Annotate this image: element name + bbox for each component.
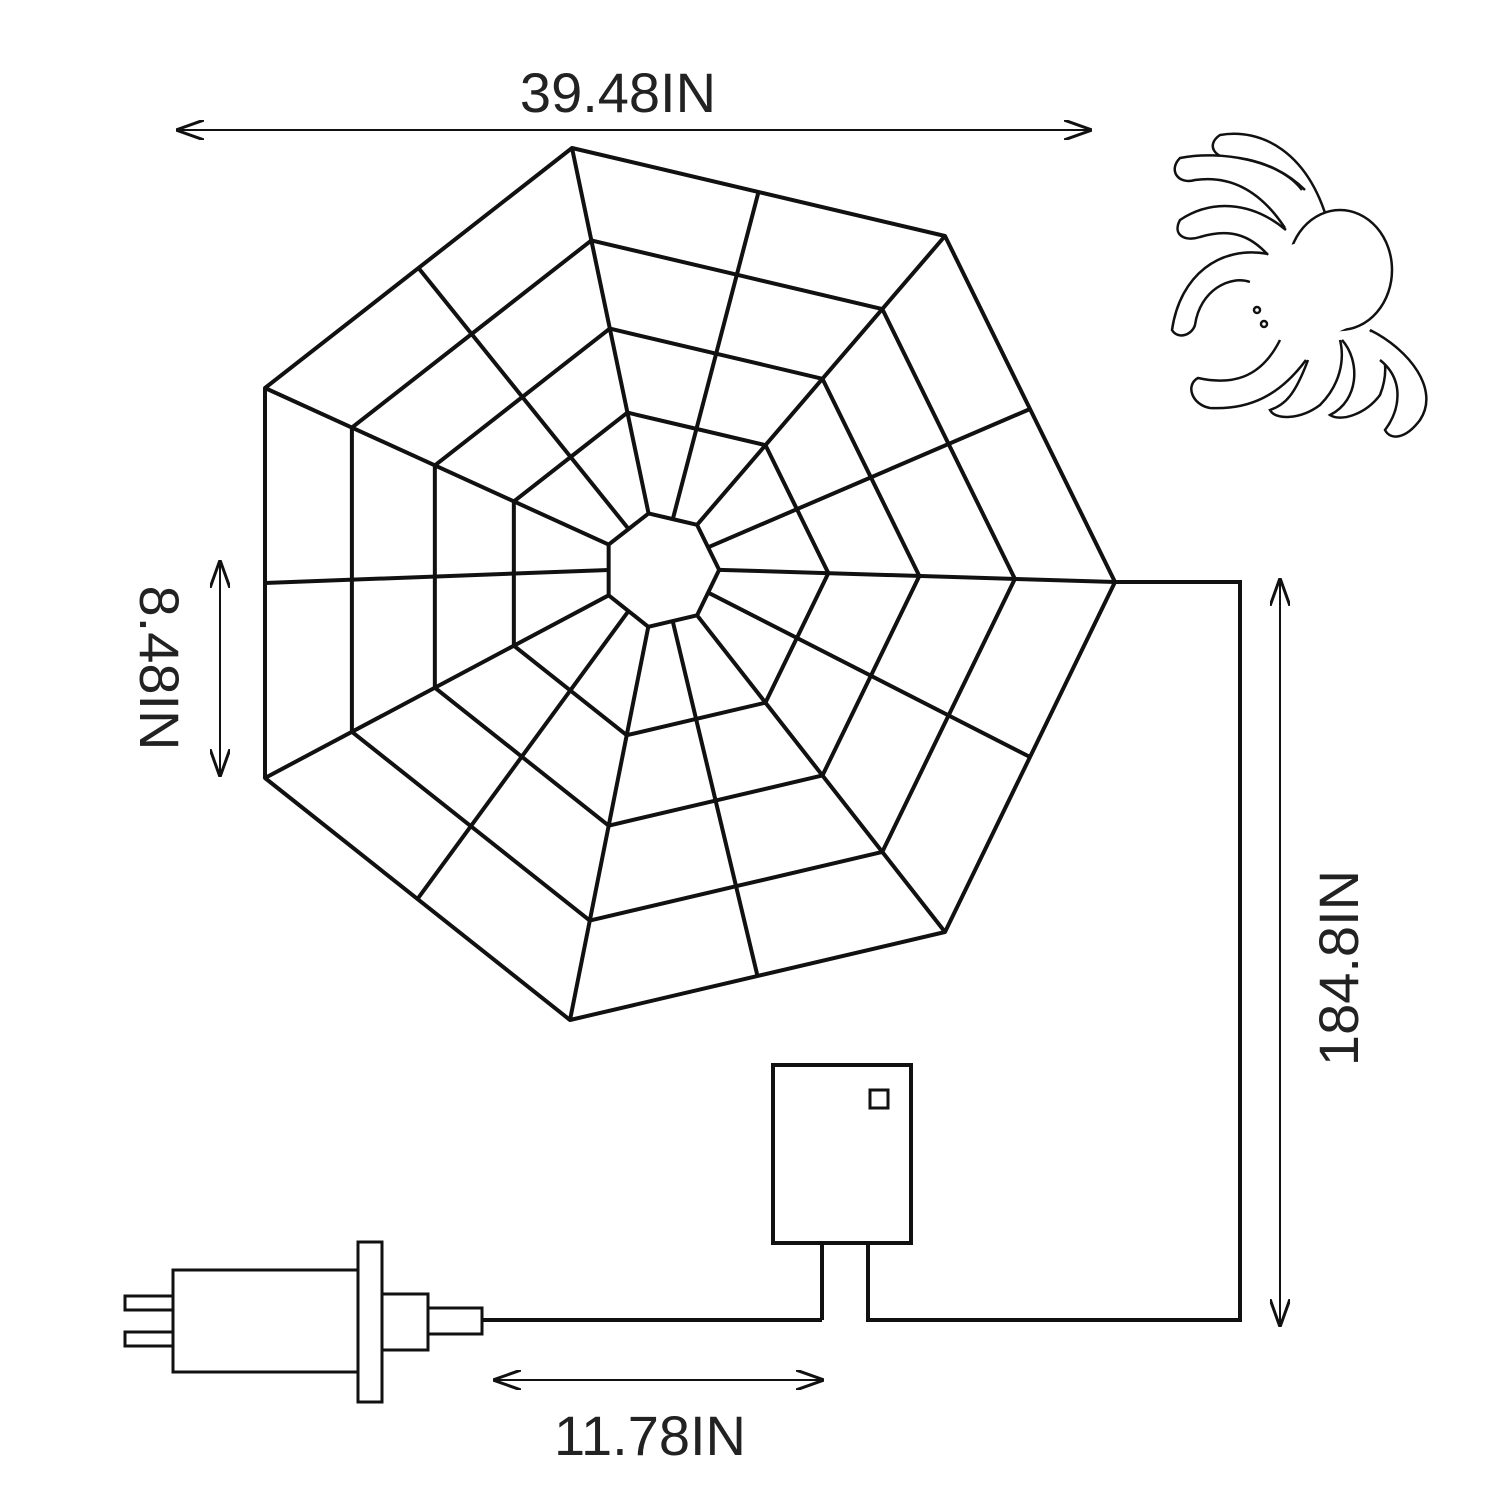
web-spoke [695, 614, 947, 934]
web-spoke [264, 386, 610, 547]
width-dimension-label: 39.48IN [520, 61, 716, 124]
plug-cable-label: 11.78IN [554, 1404, 746, 1467]
web-spoke [707, 407, 1031, 550]
lead-cable-label: 184.8IN [1307, 870, 1370, 1066]
ring-spacing-label: 8.48IN [128, 586, 191, 751]
lead-cable [866, 580, 1242, 1322]
spider-icon [1170, 132, 1428, 438]
web-outer-ring [263, 146, 1117, 1022]
web-spoke [707, 590, 1031, 759]
web-spoke [695, 234, 947, 527]
web-spoke [264, 593, 610, 780]
power-plug-icon [123, 1240, 484, 1404]
web-ring [511, 410, 831, 738]
web-spoke [568, 626, 651, 1021]
web-spoke [570, 147, 651, 514]
controller-box [771, 1063, 913, 1320]
web-spoke [416, 266, 631, 531]
web-spoke [264, 567, 609, 585]
web-spoke [719, 567, 1116, 584]
web-ring [432, 326, 922, 828]
web-spoke [670, 191, 761, 520]
web-ring [606, 511, 722, 629]
web-spoke [670, 620, 760, 977]
spider-web [263, 146, 1117, 1022]
web-spoke [415, 609, 631, 901]
